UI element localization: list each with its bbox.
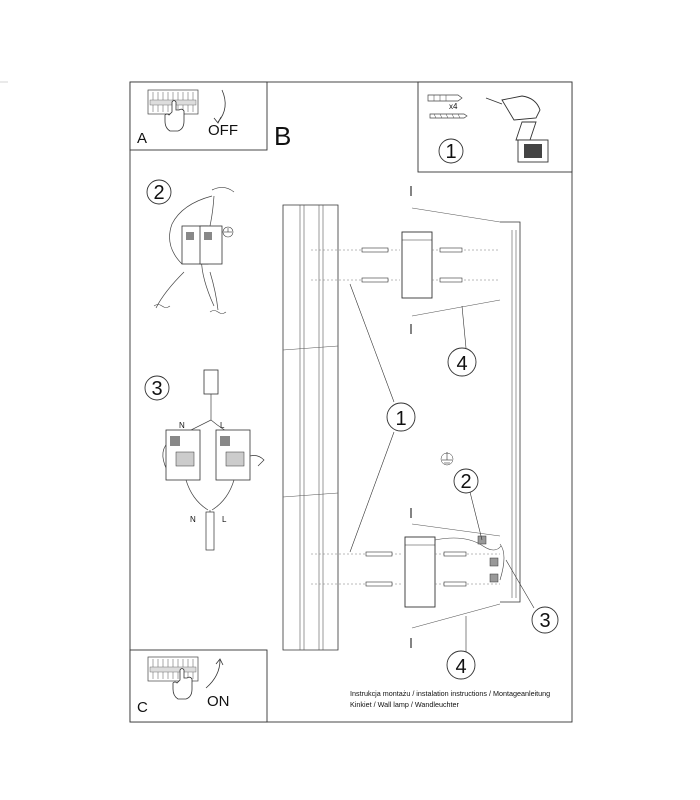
wall-plug-icon xyxy=(439,247,463,283)
panel-a: A OFF xyxy=(129,81,268,151)
step-2-wiring: 2 xyxy=(146,179,235,314)
panel-c-letter: C xyxy=(137,699,148,716)
callout-2: 2 xyxy=(460,471,471,493)
screw-icon xyxy=(361,247,389,283)
ground-icon xyxy=(440,452,454,466)
step-1-circle xyxy=(438,138,464,164)
wire-lines xyxy=(434,537,502,551)
callout-3-circle xyxy=(531,606,559,634)
panel-c: C ON xyxy=(129,649,268,723)
wire-l-label-bottom: L xyxy=(222,515,227,524)
mounting-bracket-top xyxy=(401,231,433,299)
drill-icon xyxy=(485,95,549,163)
bottom-bracket-assembly xyxy=(311,508,505,648)
lamp-panel xyxy=(282,204,339,651)
screw-icon xyxy=(429,113,468,119)
wire-l-label: L xyxy=(220,421,225,430)
callout-4-bottom-circle xyxy=(446,650,476,680)
tools-panel: x4 1 xyxy=(417,81,573,173)
hand-icon xyxy=(249,455,265,467)
on-label: ON xyxy=(207,693,230,710)
off-label: OFF xyxy=(208,122,238,139)
panel-a-letter: A xyxy=(137,130,147,147)
mounting-bracket-bottom xyxy=(404,536,436,608)
tools-step-number: 1 xyxy=(445,141,456,163)
step-2-circle xyxy=(146,179,172,205)
count-label: x4 xyxy=(449,102,458,111)
callout-leaders xyxy=(349,283,535,652)
wire-n-label-bottom: N xyxy=(190,515,196,524)
wall-plug-icon xyxy=(443,551,467,587)
step-3-number: 3 xyxy=(151,378,162,400)
arrowhead-icon xyxy=(213,116,222,124)
panel-b-letter: B xyxy=(274,121,291,151)
wire-n-label: N xyxy=(179,421,185,430)
caption-line-1: Instrukcja montażu / instalation instruc… xyxy=(350,689,551,698)
top-bracket-assembly xyxy=(311,186,501,334)
callout-3: 3 xyxy=(539,610,550,632)
step-3-wiring: 3 N L N L xyxy=(144,369,265,551)
arrow-up-icon xyxy=(205,659,221,689)
callout-4-top-circle xyxy=(447,347,477,377)
screw-icon xyxy=(365,551,393,587)
hand-icon xyxy=(164,100,185,132)
callout-1: 1 xyxy=(395,408,406,430)
wall-profile xyxy=(500,221,521,603)
callout-2-circle xyxy=(453,468,479,494)
step-2-number: 2 xyxy=(153,182,164,204)
outer-frame xyxy=(129,81,573,723)
arrowhead-icon xyxy=(215,658,224,666)
hand-icon xyxy=(172,668,193,700)
terminal-block-right xyxy=(199,225,223,265)
cable-end xyxy=(203,369,219,395)
callout-4-bottom: 4 xyxy=(455,656,466,678)
wall-plug-icon xyxy=(427,94,463,102)
step-3-circle xyxy=(144,375,170,401)
callout-4-top: 4 xyxy=(456,353,467,375)
ground-icon xyxy=(222,226,234,238)
caption-line-2: Kinkiet / Wall lamp / Wandleuchter xyxy=(350,700,459,709)
callout-1-circle xyxy=(386,402,416,432)
